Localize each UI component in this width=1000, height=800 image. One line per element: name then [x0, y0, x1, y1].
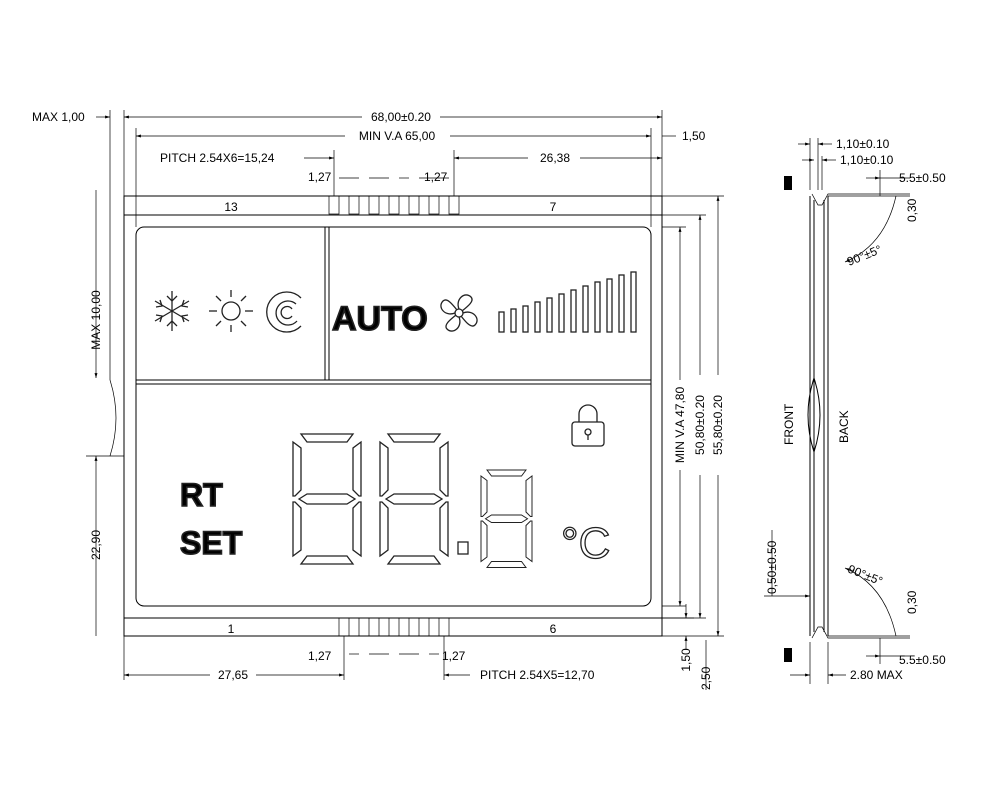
pin-label-6: 6 — [550, 622, 557, 636]
dim-max-thick: 2.80 MAX — [850, 668, 903, 682]
dim-pin-th-bot: 0,30 — [905, 590, 919, 614]
pin-label-7: 7 — [550, 200, 557, 214]
dim-height-50: 50,80±0.20 — [693, 395, 707, 455]
temperature-digits: °C — [292, 433, 611, 569]
dim-pin-len-bot: 5.5±0.50 — [899, 653, 946, 667]
tag-top — [784, 176, 792, 190]
decimal-point — [457, 541, 469, 555]
flex-edge — [109, 379, 117, 457]
auto-label: AUTO — [332, 300, 428, 338]
dim-bottom-total: 2,50 — [699, 666, 713, 690]
bottom-pin-bend — [811, 626, 910, 639]
top-pin-bend — [811, 193, 910, 206]
bottom-pins — [338, 617, 450, 637]
tag-bottom — [784, 648, 792, 662]
label-front: FRONT — [782, 403, 796, 445]
dim-pin-gap-right-top: 1,27 — [424, 170, 448, 184]
dim-height-55: 55,80±0.20 — [711, 395, 725, 455]
sun-icon — [209, 290, 253, 332]
dim-bottom-margin: 1,50 — [679, 648, 693, 672]
dim-pin-len-top: 5.5±0.50 — [899, 171, 946, 185]
viewing-area — [135, 226, 652, 607]
dim-pin-th-top: 0,30 — [905, 198, 919, 222]
dim-bend: 0,50±0.50 — [765, 540, 779, 594]
side-view: 1,10±0.10 1,10±0.10 5.5±0.50 0,30 90°±5°… — [764, 137, 946, 684]
snowflake-icon — [154, 291, 190, 331]
dim-bottom-offset: 27,65 — [218, 668, 248, 682]
fan-speed-bars — [498, 271, 637, 333]
dim-pin-gap-right-bot: 1,27 — [442, 649, 466, 663]
pin-label-13: 13 — [224, 200, 238, 214]
dry-mode-icon — [266, 291, 302, 333]
dim-min-va-height: MIN V.A 47,80 — [673, 387, 687, 464]
rt-label: RT — [180, 477, 223, 513]
digit-1 — [292, 433, 362, 565]
label-back: BACK — [837, 410, 851, 443]
angle-arc-bot — [844, 567, 897, 637]
seal-bulge — [807, 376, 821, 454]
fan-icon — [440, 294, 478, 332]
dim-top-offset: 26,38 — [540, 151, 570, 165]
digit-3 — [480, 469, 533, 568]
angle-arc-top — [844, 195, 897, 263]
dim-pin-gap-left-top: 1,27 — [308, 170, 332, 184]
front-view: 13 7 1 6 — [123, 195, 663, 637]
top-pins — [328, 195, 460, 215]
dim-angle-top: 90°±5° — [845, 242, 884, 269]
dim-pin-gap-left-bot: 1,27 — [308, 649, 332, 663]
dim-pitch-bottom: PITCH 2.54X5=12,70 — [480, 668, 595, 682]
dim-side-t1: 1,10±0.10 — [836, 137, 890, 151]
dim-right-margin: 1,50 — [682, 129, 706, 143]
dim-left-height: 22,90 — [89, 530, 103, 560]
digit-2 — [379, 433, 449, 565]
lcd-segments: AUTO — [154, 271, 637, 569]
glass-outline — [123, 195, 663, 637]
dim-max-height-left: MAX 10,00 — [89, 290, 103, 350]
dim-min-va-width: MIN V.A 65,00 — [359, 129, 436, 143]
dim-side-t2: 1,10±0.10 — [840, 153, 894, 167]
set-label: SET — [180, 525, 243, 561]
lock-icon — [571, 404, 605, 447]
celsius-unit: °C — [561, 519, 610, 568]
dim-angle-bot: 90°±5° — [846, 562, 885, 589]
dim-max-edge: MAX 1,00 — [32, 110, 85, 124]
front-dimensions: MAX 1,00 68,00±0.20 MIN V.A 65,00 1,50 P… — [32, 110, 725, 690]
dim-overall-width: 68,00±0.20 — [371, 110, 431, 124]
dim-pitch-top: PITCH 2.54X6=15,24 — [160, 151, 275, 165]
pin-label-1: 1 — [228, 622, 235, 636]
